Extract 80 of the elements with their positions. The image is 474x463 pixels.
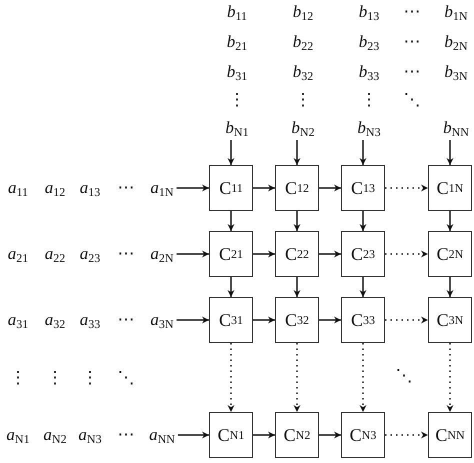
matrix-element: a$_{N3}$ (78, 425, 102, 445)
dotted-arrow (385, 316, 428, 324)
arrow (294, 277, 300, 297)
matrix-element: a$_{N2}$ (43, 425, 67, 445)
matrix-element: a$_{N1}$ (6, 425, 30, 445)
matrix-element: b$_{11}$ (226, 2, 248, 22)
arrow (319, 316, 341, 324)
arrow (228, 140, 234, 165)
ellipsis: ⋱ (396, 366, 412, 386)
arrow (446, 277, 454, 297)
arrow (319, 184, 341, 192)
matrix-element: a$_{11}$ (8, 178, 28, 198)
arrow (319, 250, 341, 258)
matrix-element: b$_{N3}$ (357, 118, 381, 138)
ellipsis: ⋮ (10, 368, 26, 388)
matrix-element: b$_{1N}$ (444, 2, 468, 22)
arrow (253, 432, 275, 438)
matrix-element: a$_{NN}$ (149, 425, 175, 445)
dotted-arrow (228, 343, 234, 412)
matrix-element: a$_{23}$ (80, 244, 100, 264)
ellipsis: ⋮ (294, 90, 312, 110)
matrix-element: a$_{31}$ (8, 310, 28, 330)
arrow (360, 140, 366, 165)
matrix-element: b$_{12}$ (292, 2, 314, 22)
ellipsis: ⋮ (360, 90, 378, 110)
matrix-element: b$_{21}$ (226, 32, 248, 52)
arrow (360, 277, 366, 297)
arrow (253, 316, 275, 324)
dotted-arrow (385, 250, 428, 258)
ellipsis: ⋱ (404, 90, 420, 110)
matrix-element: b$_{22}$ (292, 32, 314, 52)
matrix-element: b$_{33}$ (358, 62, 380, 82)
matrix-element: b$_{N2}$ (291, 118, 315, 138)
arrow (294, 211, 300, 231)
matrix-element: a$_{33}$ (80, 310, 100, 330)
arrow (176, 184, 209, 192)
matrix-element: a$_{2N}$ (150, 244, 174, 264)
matrix-element: b$_{31}$ (226, 62, 248, 82)
arrow (446, 211, 454, 231)
ellipsis: ⋯ (118, 244, 134, 264)
ellipsis: ⋮ (228, 90, 246, 110)
matrix-element: a$_{13}$ (80, 178, 100, 198)
matrix-element: b$_{32}$ (292, 62, 314, 82)
matrix-element: a$_{1N}$ (150, 178, 174, 198)
arrow (319, 432, 341, 438)
matrix-element: b$_{2N}$ (444, 32, 468, 52)
matrix-element: a$_{22}$ (44, 244, 66, 264)
arrow (253, 184, 275, 192)
matrix-element: b$_{13}$ (358, 2, 380, 22)
ellipsis: ⋮ (82, 368, 98, 388)
matrix-element: b$_{23}$ (358, 32, 380, 52)
dotted-arrow (294, 343, 300, 412)
arrow (178, 432, 209, 438)
ellipsis: ⋯ (404, 32, 420, 52)
matrix-element: b$_{N1}$ (225, 118, 249, 138)
arrow (360, 211, 366, 231)
matrix-element: b$_{3N}$ (444, 62, 468, 82)
arrow (176, 250, 209, 258)
arrow (176, 316, 209, 324)
ellipsis: ⋱ (118, 368, 134, 388)
matrix-element: a$_{32}$ (44, 310, 66, 330)
ellipsis: ⋮ (46, 368, 64, 388)
matrix-element: a$_{12}$ (44, 178, 66, 198)
matrix-element: a$_{21}$ (8, 244, 28, 264)
dotted-arrow (446, 343, 454, 412)
dotted-arrow (385, 184, 428, 192)
ellipsis: ⋯ (118, 178, 134, 198)
dotted-arrow (385, 432, 428, 438)
arrow (446, 140, 454, 165)
matrix-element: a$_{3N}$ (150, 310, 174, 330)
arrow (253, 250, 275, 258)
arrow (228, 277, 234, 297)
ellipsis: ⋯ (118, 310, 134, 330)
ellipsis: ⋯ (404, 2, 420, 22)
matrix-element: b$_{NN}$ (443, 118, 469, 138)
ellipsis: ⋯ (118, 425, 134, 445)
arrow (294, 140, 300, 165)
dotted-arrow (360, 343, 366, 412)
arrow (228, 211, 234, 231)
ellipsis: ⋯ (404, 62, 420, 82)
